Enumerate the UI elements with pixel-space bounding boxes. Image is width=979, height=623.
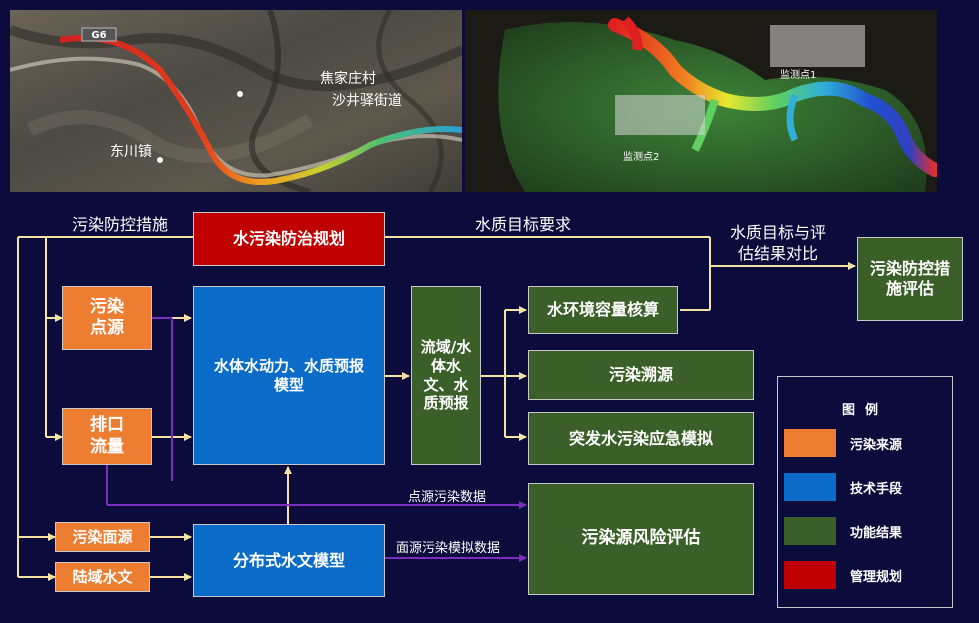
monitor-point-1-label: 监测点1 [780, 68, 816, 81]
risk-assessment-box: 污染源风险评估 [528, 483, 754, 595]
legend-label-technique: 技术手段 [850, 482, 903, 497]
legend-swatch-technique [784, 473, 836, 501]
water-quality-target-label: 水质目标要求 [475, 215, 572, 234]
village-label: 焦家庄村 [320, 70, 376, 87]
legend-label-result: 功能结果 [850, 526, 903, 541]
legend-swatch-source [784, 429, 836, 457]
satellite-map-right: 监测点2 监测点1 [465, 10, 937, 192]
measures-evaluation-box: 污染防控措 施评估 [857, 237, 963, 321]
point-source-box: 污染 点源 [62, 286, 152, 350]
water-pollution-plan-box: 水污染防治规划 [193, 212, 385, 266]
land-hydrology-box: 陆域水文 [55, 562, 150, 592]
outfall-flow-box: 排口 流量 [62, 408, 152, 465]
distributed-hydro-model-box: 分布式水文模型 [193, 524, 385, 597]
hydrodynamic-model-box: 水体水动力、水质预报 模型 [193, 286, 385, 465]
highway-label: G6 [91, 30, 106, 41]
satellite-map-left: G6 焦家庄村 沙井驿街道 东川镇 [10, 10, 462, 192]
emergency-simulation-box: 突发水污染应急模拟 [528, 412, 754, 465]
pollution-tracing-box: 污染溯源 [528, 350, 754, 400]
legend-swatch-result [784, 517, 836, 545]
nonpoint-source-box: 污染面源 [55, 522, 150, 552]
street-label: 沙井驿街道 [332, 93, 402, 109]
legend: 图例 污染来源 技术手段 功能结果 管理规划 [777, 376, 953, 608]
point-source-data-label: 点源污染数据 [408, 490, 487, 505]
legend-swatch-planning [784, 561, 836, 589]
town-label: 东川镇 [110, 144, 152, 160]
forecast-box: 流域/水 体水 文、水 质预报 [411, 286, 481, 465]
measures-label: 污染防控措施 [72, 215, 169, 234]
capacity-calc-box: 水环境容量核算 [528, 286, 678, 334]
monitor-point-2-label: 监测点2 [623, 150, 659, 163]
legend-title: 图例 [841, 403, 888, 418]
legend-label-source: 污染来源 [850, 438, 903, 453]
legend-label-planning: 管理规划 [850, 570, 903, 585]
nonpoint-data-label: 面源污染模拟数据 [396, 541, 501, 556]
comparison-label: 水质目标与评 估结果对比 [730, 223, 827, 263]
